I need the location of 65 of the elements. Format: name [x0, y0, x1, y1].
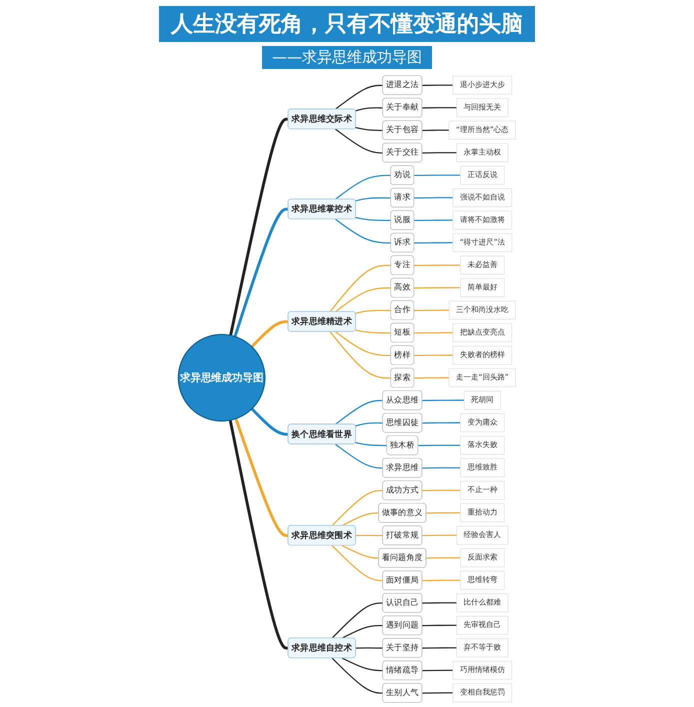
connector [422, 467, 460, 469]
connector [414, 264, 460, 266]
connector [422, 152, 457, 154]
connector [422, 602, 457, 604]
connector [342, 658, 383, 672]
connector [335, 287, 392, 312]
connector [356, 647, 383, 649]
connector [342, 512, 379, 526]
connector [414, 197, 453, 199]
connector [332, 602, 383, 639]
connector [229, 118, 288, 336]
connector [330, 264, 392, 312]
connector [422, 422, 460, 424]
subtitle: ——求异思维成功导图 [262, 46, 432, 69]
connector [250, 408, 288, 436]
connector [422, 107, 457, 109]
connector [422, 624, 457, 626]
connector [335, 331, 392, 356]
connector [250, 320, 288, 348]
node-circle: 求异思维成功导图 [178, 334, 266, 422]
connector [422, 84, 453, 86]
connector [422, 647, 457, 649]
connector [335, 128, 383, 154]
connector [414, 377, 450, 379]
connector [414, 220, 453, 222]
connector [422, 400, 464, 402]
connector [422, 534, 457, 536]
connector [355, 442, 387, 446]
connector [342, 624, 383, 639]
connector [355, 310, 392, 314]
connector [228, 420, 288, 650]
connector [355, 107, 383, 112]
connector [355, 330, 392, 334]
connector [335, 174, 392, 200]
connector [335, 218, 392, 244]
connector [422, 130, 450, 132]
connector [422, 490, 460, 492]
connector [414, 287, 460, 289]
connector [422, 580, 460, 582]
connector [234, 208, 288, 338]
connector [355, 197, 392, 202]
connector [342, 545, 379, 559]
connector [414, 242, 453, 244]
connector [414, 354, 453, 356]
connector [332, 490, 383, 526]
connector [335, 84, 383, 110]
connector [332, 545, 383, 582]
connector [422, 692, 453, 694]
connector [335, 444, 383, 469]
connector [335, 400, 383, 425]
connector [414, 310, 450, 312]
connector [234, 418, 288, 538]
connector [356, 534, 383, 536]
connector [355, 126, 383, 132]
title: 人生没有死角，只有不懂变通的头脑 [159, 6, 535, 42]
connector [414, 332, 453, 334]
connector [418, 444, 460, 446]
connector [414, 174, 460, 176]
connector [426, 512, 460, 514]
connector [332, 658, 383, 694]
connector [422, 670, 453, 672]
connector [330, 331, 392, 379]
connector [355, 216, 392, 222]
connector [426, 557, 460, 559]
connector [355, 422, 383, 427]
